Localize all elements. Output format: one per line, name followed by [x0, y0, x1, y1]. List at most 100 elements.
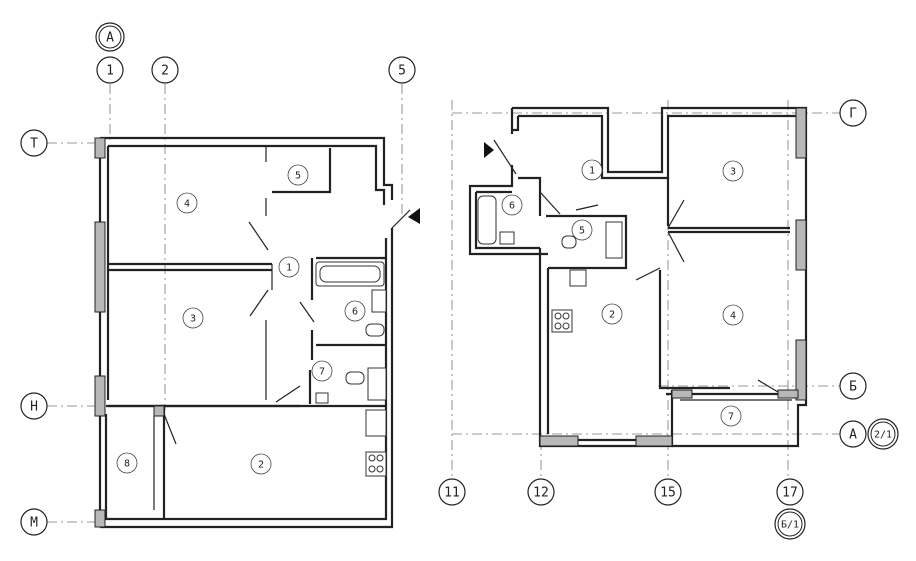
exterior-wall-top-inner	[108, 144, 386, 205]
entry-door-swing	[391, 209, 411, 229]
room-label-4: 4	[722, 304, 744, 326]
toilet-icon	[365, 323, 385, 337]
burner	[554, 312, 562, 320]
window-pier	[94, 375, 106, 417]
svg-text:5: 5	[295, 171, 301, 182]
wall-bath-6	[468, 165, 548, 256]
axis-bubble-1: 1	[96, 56, 124, 84]
exterior-wall-inner-top	[518, 114, 798, 180]
reference-label: 2/1	[874, 430, 892, 441]
entrance-arrow-icon	[408, 208, 420, 224]
axis-bubble-b: Б	[839, 372, 867, 400]
stove-icon	[365, 451, 387, 477]
washbasin-small-icon	[315, 392, 329, 404]
wall-kitchen-left	[538, 248, 672, 442]
door-swing	[163, 413, 177, 445]
entrance-arrow-icon	[484, 142, 494, 158]
wall	[512, 116, 520, 132]
closet-5-wall	[272, 148, 332, 194]
sink-icon	[365, 409, 387, 437]
window-pier	[671, 389, 693, 399]
burner	[562, 322, 570, 330]
washbasin-icon	[499, 231, 515, 245]
axis-label: 1	[106, 64, 114, 79]
axis-label: 15	[660, 486, 676, 501]
room-label-5: 5	[571, 219, 593, 241]
axis-label: М	[30, 516, 38, 531]
bathtub-icon	[477, 195, 497, 245]
window-pier	[795, 339, 807, 401]
axis-label: 12	[533, 486, 549, 501]
door-swing	[275, 385, 301, 403]
room-label-1: 1	[581, 159, 603, 181]
axis-label: 2	[161, 64, 169, 79]
svg-text:3: 3	[190, 314, 196, 325]
room-label-5: 5	[287, 164, 309, 186]
svg-text:5: 5	[579, 226, 585, 237]
window-pier	[94, 509, 106, 528]
room-label-8: 8	[116, 452, 138, 474]
room-label-6: 6	[344, 300, 366, 322]
svg-text:1: 1	[589, 166, 595, 177]
burner	[554, 322, 562, 330]
svg-text:4: 4	[184, 199, 190, 210]
wall-kitchen-right	[658, 270, 730, 390]
burner	[368, 454, 376, 462]
room-label-3: 3	[182, 307, 204, 329]
window-pier	[795, 107, 807, 159]
room-label-1: 1	[278, 256, 300, 278]
axis-bubble-15: 15	[654, 478, 682, 506]
axis-bubble-17: 17	[776, 478, 804, 506]
cabinet-icon	[367, 367, 387, 401]
axis-bubble-m: М	[20, 508, 48, 536]
room-label-7: 7	[311, 360, 333, 382]
door-swing	[299, 301, 315, 323]
reference-bubble-2-1: 2/1	[867, 418, 899, 450]
burner	[562, 312, 570, 320]
svg-text:6: 6	[352, 307, 358, 318]
door-swing	[249, 289, 269, 317]
window-pier	[777, 389, 799, 399]
window-pier	[795, 219, 807, 271]
door-swing	[667, 199, 685, 229]
axis-label: А	[849, 428, 857, 443]
entry-door-swing	[493, 139, 517, 175]
axis-bubble-a: А	[95, 22, 125, 52]
window-pier	[94, 137, 106, 159]
axis-label: 11	[444, 486, 460, 501]
svg-text:2: 2	[609, 310, 615, 321]
svg-text:7: 7	[319, 367, 325, 378]
axis-bubble-2: 2	[151, 56, 179, 84]
axis-label: Г	[849, 107, 857, 122]
door-swing	[248, 221, 269, 251]
door-swing	[635, 267, 661, 281]
bathtub-inner	[319, 265, 381, 283]
axis-label: Н	[30, 400, 38, 415]
room-label-2: 2	[601, 303, 623, 325]
wc-5-walls	[546, 214, 628, 270]
door-swing	[667, 231, 685, 263]
room-label-6: 6	[501, 194, 523, 216]
shower-icon	[605, 221, 623, 259]
toilet-icon	[561, 235, 577, 249]
exterior-wall-right-bottom	[100, 228, 394, 529]
washbasin-icon	[371, 289, 387, 313]
svg-text:7: 7	[728, 412, 734, 423]
axis-bubble-12: 12	[527, 478, 555, 506]
stove-icon	[551, 309, 573, 333]
axis-bubble-g: Г	[839, 99, 867, 127]
axis-label-a: А	[106, 31, 114, 46]
exterior-wall-outer	[512, 106, 808, 448]
axis-label: 17	[782, 486, 798, 501]
axis-label: Б	[849, 380, 857, 395]
axis-bubble-a-right: А	[839, 420, 867, 448]
burner	[368, 465, 376, 473]
exterior-wall-top	[100, 136, 394, 200]
burner	[376, 465, 384, 473]
axis-label: Т	[30, 137, 38, 152]
door-swing	[575, 204, 599, 211]
door-swing	[757, 379, 779, 393]
svg-text:4: 4	[730, 311, 736, 322]
room-label-3: 3	[722, 160, 744, 182]
